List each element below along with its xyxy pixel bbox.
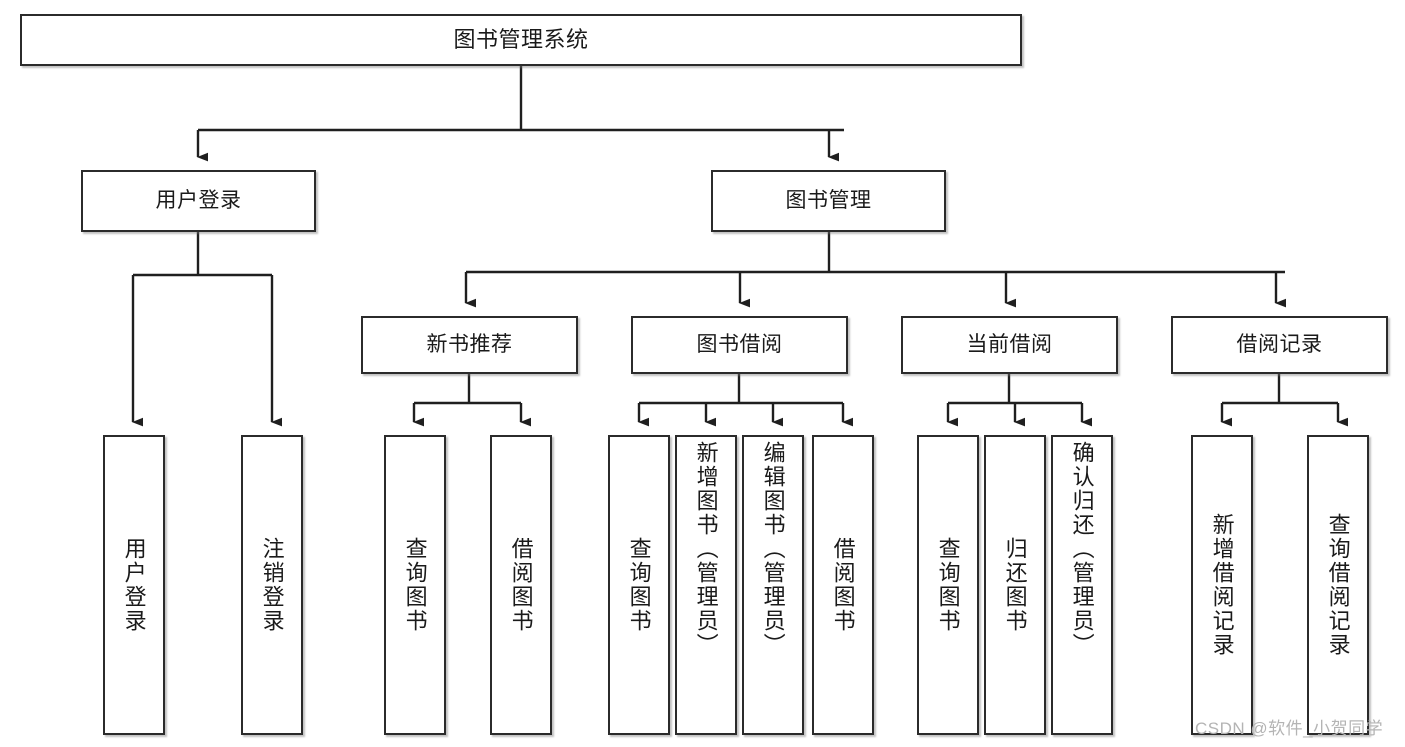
node-leaf-add-record[interactable]: 新增借阅记录 (1191, 435, 1253, 735)
node-leaf-return-book-label: 归还图书 (1002, 537, 1028, 633)
node-leaf-borrow-book-2[interactable]: 借阅图书 (812, 435, 874, 735)
node-leaf-user-logout-label: 注销登录 (259, 537, 285, 633)
node-leaf-query-book-2-label: 查询图书 (626, 537, 652, 633)
node-leaf-confirm-return[interactable]: 确认归还（管理员） (1051, 435, 1113, 735)
watermark: CSDN @软件_小贺同学 (1195, 719, 1384, 738)
node-new-book-rec[interactable]: 新书推荐 (361, 316, 578, 374)
node-leaf-query-book-1[interactable]: 查询图书 (384, 435, 446, 735)
node-book-manage[interactable]: 图书管理 (711, 170, 946, 232)
node-leaf-user-logout[interactable]: 注销登录 (241, 435, 303, 735)
node-root-label: 图书管理系统 (453, 26, 589, 52)
node-book-borrow[interactable]: 图书借阅 (631, 316, 848, 374)
node-leaf-query-book-1-label: 查询图书 (402, 537, 428, 633)
node-borrow-record[interactable]: 借阅记录 (1171, 316, 1388, 374)
node-user-login-label: 用户登录 (155, 189, 242, 213)
node-leaf-add-record-label: 新增借阅记录 (1209, 513, 1235, 657)
node-book-borrow-label: 图书借阅 (696, 333, 783, 357)
node-leaf-borrow-book-2-label: 借阅图书 (830, 537, 856, 633)
node-current-borrow[interactable]: 当前借阅 (901, 316, 1118, 374)
node-leaf-query-record[interactable]: 查询借阅记录 (1307, 435, 1369, 735)
node-leaf-user-login-label: 用户登录 (121, 537, 147, 633)
node-leaf-user-login[interactable]: 用户登录 (103, 435, 165, 735)
node-leaf-confirm-return-label: 确认归还（管理员） (1069, 441, 1095, 657)
node-root[interactable]: 图书管理系统 (20, 14, 1022, 66)
node-user-login[interactable]: 用户登录 (81, 170, 316, 232)
node-leaf-add-book[interactable]: 新增图书（管理员） (675, 435, 737, 735)
node-leaf-edit-book[interactable]: 编辑图书（管理员） (742, 435, 804, 735)
node-leaf-add-book-label: 新增图书（管理员） (693, 441, 719, 657)
node-new-book-rec-label: 新书推荐 (426, 333, 513, 357)
node-leaf-return-book[interactable]: 归还图书 (984, 435, 1046, 735)
node-leaf-query-book-3[interactable]: 查询图书 (917, 435, 979, 735)
node-book-manage-label: 图书管理 (785, 189, 872, 213)
node-leaf-query-record-label: 查询借阅记录 (1325, 513, 1351, 657)
node-leaf-query-book-2[interactable]: 查询图书 (608, 435, 670, 735)
node-leaf-borrow-book-1[interactable]: 借阅图书 (490, 435, 552, 735)
node-leaf-edit-book-label: 编辑图书（管理员） (760, 441, 786, 657)
node-current-borrow-label: 当前借阅 (966, 333, 1053, 357)
node-leaf-borrow-book-1-label: 借阅图书 (508, 537, 534, 633)
node-borrow-record-label: 借阅记录 (1236, 333, 1323, 357)
node-leaf-query-book-3-label: 查询图书 (935, 537, 961, 633)
